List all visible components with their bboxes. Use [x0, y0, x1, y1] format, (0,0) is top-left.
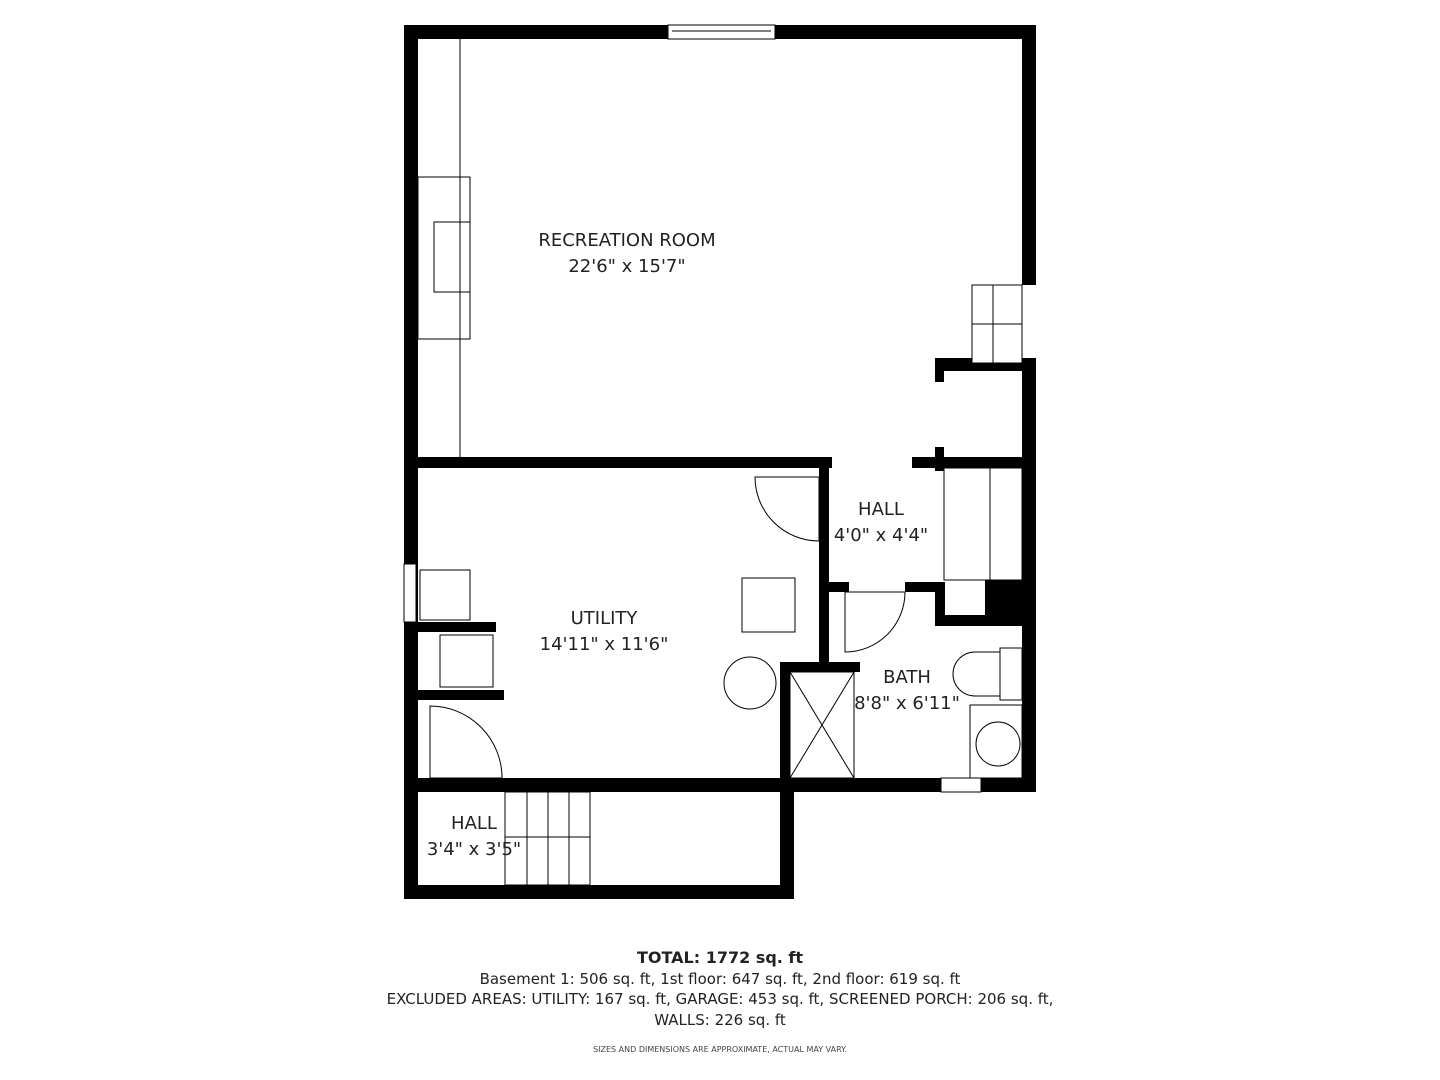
- appliance: [439, 634, 494, 688]
- disclaimer: SIZES AND DIMENSIONS ARE APPROXIMATE, AC…: [593, 1045, 847, 1054]
- wall: [935, 358, 944, 382]
- wall: [775, 25, 1036, 39]
- door: [429, 705, 503, 779]
- wall: [404, 690, 504, 700]
- wall: [819, 582, 849, 592]
- wall: [905, 582, 945, 592]
- wall: [1022, 25, 1036, 285]
- toilet-tank: [999, 647, 1023, 701]
- wall: [404, 622, 496, 632]
- door: [754, 476, 820, 542]
- room-label-hall-lower: HALL 3'4" x 3'5": [426, 813, 522, 860]
- wall: [780, 662, 790, 792]
- appliance: [741, 577, 796, 633]
- floor-areas: Basement 1: 506 sq. ft, 1st floor: 647 s…: [479, 970, 961, 988]
- window: [667, 24, 776, 40]
- wall: [912, 457, 1036, 468]
- total-area: TOTAL: 1772 sq. ft: [636, 948, 804, 967]
- floor-plan: [403, 24, 1036, 899]
- door: [844, 591, 906, 653]
- water-heater: [723, 656, 777, 710]
- room-label-recreation-room: RECREATION ROOM 22'6" x 15'7": [538, 230, 716, 277]
- window: [403, 563, 417, 623]
- excluded-areas: EXCLUDED AREAS: UTILITY: 167 sq. ft, GAR…: [386, 990, 1054, 1008]
- wall: [819, 457, 829, 667]
- wall: [1022, 358, 1036, 792]
- wall: [404, 778, 1036, 792]
- wall: [404, 885, 794, 899]
- room-label-bath: BATH 8'8" x 6'11": [854, 667, 960, 714]
- wall: [935, 582, 945, 626]
- wall: [935, 615, 1035, 626]
- wall: [404, 457, 832, 468]
- toilet: [952, 651, 1001, 697]
- room-label-hall-upper: HALL 4'0" x 4'4": [833, 499, 929, 546]
- wall: [404, 25, 668, 39]
- wall: [780, 662, 860, 672]
- wall: [985, 580, 1025, 620]
- sink: [419, 569, 471, 621]
- room-label-utility: UTILITY 14'11" x 11'6": [539, 608, 669, 655]
- wall: [780, 778, 794, 899]
- window: [940, 777, 982, 793]
- wall: [935, 447, 944, 471]
- walls-area: WALLS: 226 sq. ft: [654, 1011, 786, 1029]
- sink: [975, 721, 1021, 767]
